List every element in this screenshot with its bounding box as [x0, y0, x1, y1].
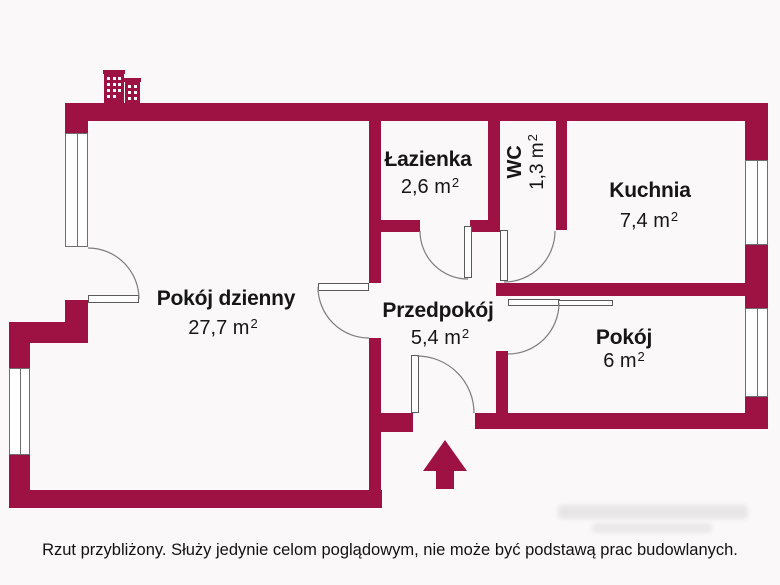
wall-living-bottom [9, 490, 382, 508]
room-area-wc: 1,3 m2 [524, 134, 548, 190]
room-label-lazienka: Łazienka [384, 148, 472, 171]
door-swing-arc-pokoj [507, 302, 560, 355]
threshold-line-pokoj [558, 300, 613, 306]
door-leaf-pokoj [508, 299, 560, 306]
door-swing-arc-entry [416, 355, 475, 414]
door-leaf-entry [411, 355, 419, 413]
window-balcony-living [65, 133, 88, 247]
room-label-przedpokoj: Przedpokój [382, 299, 494, 322]
door-leaf-lazienka [464, 226, 472, 278]
wall-outer-left-upper-b [65, 300, 88, 343]
room-area-przedpokoj: 5,4 m2 [410, 326, 470, 349]
room-label-wc-block: WC 1,3 m2 [500, 128, 552, 196]
window-pokoj [745, 308, 768, 397]
wall-outer-right-middle [745, 245, 768, 308]
wall-living-hall-upper [369, 121, 381, 283]
wall-outer-left-lower-a [9, 343, 30, 368]
wall-outer-top [65, 103, 768, 121]
door-swing-arc-living [317, 286, 370, 339]
entrance-arrow-icon [423, 440, 467, 489]
wall-outer-right-upper [745, 121, 768, 160]
wall-kuchnia-pokoj [496, 283, 745, 296]
wall-lazienka-bottom-right [470, 220, 500, 232]
door-leaf-wc [500, 230, 508, 281]
window-living-lower [9, 368, 30, 455]
wall-wc-kuchnia [556, 121, 567, 230]
watermark [552, 503, 757, 539]
room-area-kuchnia: 7,4 m2 [619, 209, 679, 232]
door-leaf-living [318, 283, 369, 291]
wall-outer-left-upper-a [65, 121, 88, 133]
wall-pokoj-bottom [475, 413, 768, 429]
wall-lazienka-bottom-left [369, 220, 420, 232]
wall-living-hall-lower [369, 338, 381, 490]
room-area-lazienka: 2,6 m2 [400, 175, 460, 198]
window-kuchnia [745, 160, 768, 245]
door-swing-arc-lazienka [419, 230, 469, 280]
building-icon [103, 70, 141, 103]
room-label-pokoj: Pokój [595, 326, 653, 349]
room-label-living: Pokój dzienny [156, 287, 296, 310]
disclaimer-text: Rzut przybliżony. Służy jedynie celom po… [42, 541, 738, 559]
door-swing-arc-balcony [87, 247, 140, 300]
room-label-kuchnia: Kuchnia [609, 179, 691, 202]
wall-lazienka-wc [488, 121, 500, 220]
door-leaf-balcony [88, 295, 139, 303]
door-swing-arc-wc [503, 230, 556, 283]
wall-outer-left-lower-b [9, 455, 30, 508]
room-label-wc: WC [503, 145, 526, 179]
room-area-pokoj: 6 m2 [603, 349, 645, 372]
wall-pokoj-left [496, 351, 508, 413]
room-area-living: 27,7 m2 [188, 316, 258, 339]
